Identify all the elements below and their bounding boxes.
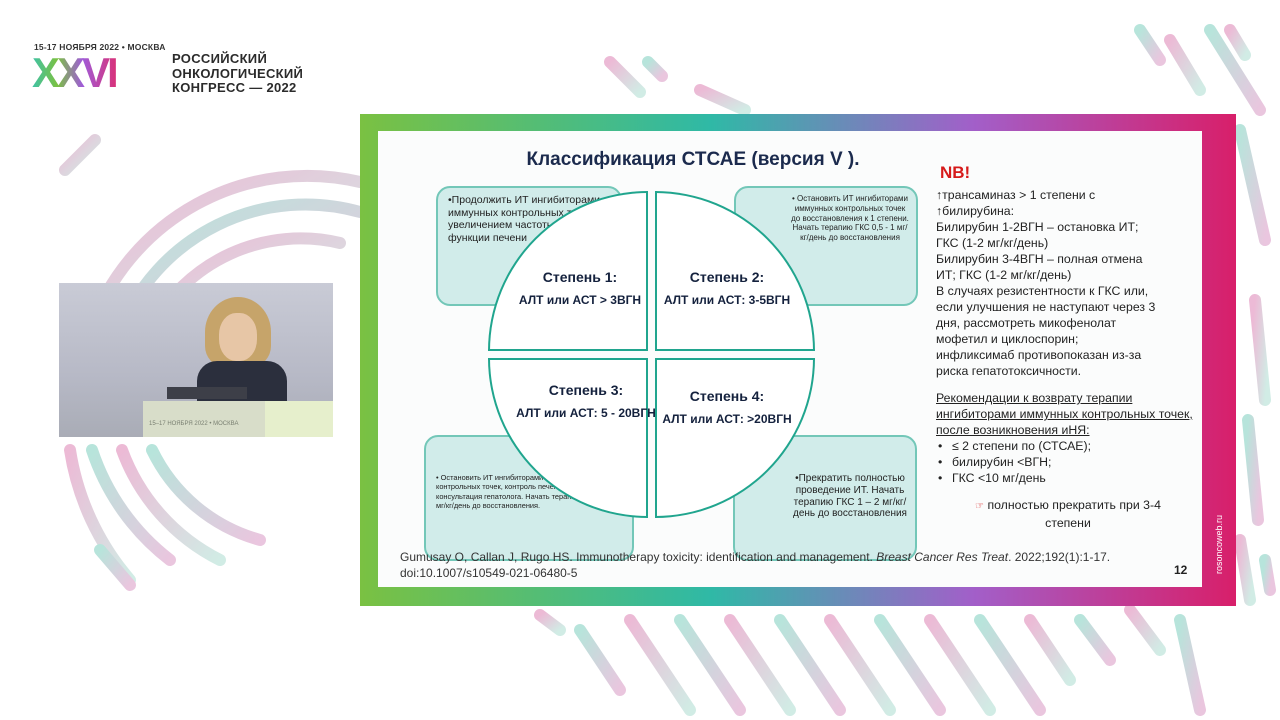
grade2-criteria: АЛТ или АСТ: 3-5ВГН — [663, 293, 791, 307]
side-brand-text: rosoncoweb.ru — [1214, 514, 1224, 574]
nb-note-line: риска гепатотоксичности. — [936, 364, 1082, 378]
reference-journal: Breast Cancer Res Treat — [876, 550, 1009, 564]
nb-note-line: Билирубин 1-2ВГН – остановка ИТ; — [936, 220, 1139, 234]
conference-dates: 15-17 НОЯБРЯ 2022 • МОСКВА — [34, 42, 166, 52]
nb-label: NB! — [940, 163, 971, 182]
grade4-title: Степень 4: — [689, 388, 765, 404]
slide-page-number: 12 — [1174, 563, 1188, 577]
recommendations-title: Рекомендации к возврату терапии ингибито… — [936, 391, 1193, 437]
nb-note-line: ↑трансаминаз > 1 степени с — [936, 188, 1096, 202]
nb-note-line: если улучшения не наступают через 3 — [936, 300, 1156, 314]
grade3-title: Степень 3: — [548, 382, 624, 398]
speaker-face — [219, 313, 257, 361]
conference-name-line: РОССИЙСКИЙ — [172, 51, 268, 66]
speaker-video: 15–17 НОЯБРЯ 2022 • МОСКВА — [59, 283, 333, 437]
podium-laptop — [167, 387, 247, 399]
recommendation-item: билирубин <ВГН; — [936, 454, 1198, 470]
conference-name-line: КОНГРЕСС — 2022 — [172, 80, 297, 95]
recommendation-item: ГКС <10 мг/день — [936, 470, 1198, 486]
side-brand: rosoncoweb.ru — [1202, 154, 1236, 574]
stage-panel — [265, 401, 333, 437]
stop-note: ☞ полностью прекратить при 3-4 степени — [958, 497, 1178, 531]
reference-details: . 2022;192(1):1-17. doi:10.1007/s10549-0… — [400, 550, 1111, 580]
recommendation-item: ≤ 2 степени по (СТСАЕ); — [936, 438, 1198, 454]
reference-citation: Gumusay O, Callan J, Rugo HS. Immunother… — [400, 549, 1190, 581]
nb-note-line: В случаях резистентности к ГКС или, — [936, 284, 1149, 298]
nb-note-line: ↑билирубина: — [936, 204, 1015, 218]
slide-content: Классификация СТСАЕ (версия V ). •Продол… — [378, 131, 1202, 587]
stop-note-text: полностью прекратить при 3-4 степени — [987, 498, 1161, 530]
grade3-criteria: АЛТ или АСТ: 5 - 20ВГН — [516, 406, 656, 420]
nb-note-line: ИТ; ГКС (1-2 мг/кг/день) — [936, 268, 1072, 282]
conference-name: РОССИЙСКИЙ ОНКОЛОГИЧЕСКИЙ КОНГРЕСС — 202… — [172, 51, 304, 96]
grade2-title: Степень 2: — [689, 269, 765, 285]
pointing-hand-icon: ☞ — [975, 501, 985, 512]
podium-label: 15–17 НОЯБРЯ 2022 • МОСКВА — [149, 421, 239, 427]
grade4-criteria: АЛТ или АСТ: >20ВГН — [662, 412, 792, 426]
conference-name-line: ОНКОЛОГИЧЕСКИЙ — [172, 65, 304, 81]
podium — [143, 401, 265, 437]
reference-authors: Gumusay O, Callan J, Rugo HS. Immunother… — [400, 550, 877, 564]
nb-note-line: мофетил и циклоспорин; — [936, 332, 1079, 346]
presentation-slide: Классификация СТСАЕ (версия V ). •Продол… — [360, 114, 1236, 606]
nb-note-line: ГКС (1-2 мг/кг/день) — [936, 236, 1049, 250]
grade1-title: Степень 1: — [542, 269, 618, 285]
nb-note-line: инфликсимаб противопоказан из-за — [936, 348, 1142, 362]
nb-note-line: дня, рассмотреть микофенолат — [936, 316, 1117, 330]
conference-numeral: XXVI — [32, 49, 119, 96]
slide-title: Классификация СТСАЕ (версия V ). — [526, 149, 860, 170]
grade1-criteria: АЛТ или АСТ > 3ВГН — [518, 293, 642, 307]
nb-notes: ↑трансаминаз > 1 степени с ↑билирубина: … — [936, 187, 1198, 379]
conference-logo: 15-17 НОЯБРЯ 2022 • МОСКВА XXVI РОССИЙСК… — [32, 40, 332, 100]
nb-note-line: Билирубин 3-4ВГН – полная отмена — [936, 252, 1143, 266]
recommendations-list: ≤ 2 степени по (СТСАЕ); билирубин <ВГН; … — [936, 438, 1198, 486]
grade4-action-box: •Прекратить полностью проведение ИТ. Нач… — [733, 435, 917, 561]
